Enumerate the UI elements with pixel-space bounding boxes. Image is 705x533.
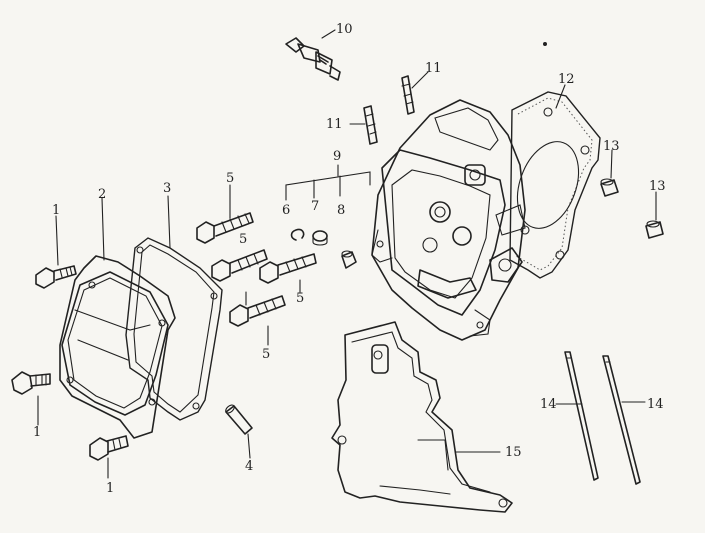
label-3: 3 [163,181,171,196]
label-2: 2 [98,187,106,202]
part-5-bolt-b [211,249,268,282]
part-14-pushrod-right [602,355,646,485]
part-1-bolt-bottom [89,435,129,461]
label-9: 9 [333,149,341,164]
part-13-dowel-b [645,191,664,239]
label-5-c: 5 [296,291,304,306]
cylinder-head [371,99,526,341]
part-11-stud-left [349,105,378,145]
part-5-bolt-a [196,212,254,244]
part-13-dowel-a [600,149,619,197]
part-5-bolt-c [259,253,317,284]
label-11-left: 11 [326,117,343,132]
label-5-b: 5 [239,232,247,247]
label-13-a: 13 [603,139,620,154]
label-7: 7 [311,199,319,214]
part-10-spark-plug [285,29,341,81]
part-11-stud-top [401,71,429,115]
label-1-left: 1 [33,425,41,440]
part-14-pushrod-left [555,351,599,481]
stray-dot [543,42,547,46]
part-1-bolt-left [11,371,51,395]
part-4-pin [225,404,253,459]
part-5-bolt-d [229,295,286,327]
part-2-valve-cover [59,255,176,439]
part-7-collar [312,230,328,246]
label-1-bottom: 1 [106,481,114,496]
label-13-b: 13 [649,179,666,194]
label-10: 10 [336,22,353,37]
leader-lines [37,184,301,479]
part-9-bracket [285,164,371,201]
part-1-bolt-top [35,265,77,289]
part-15-shroud [331,321,513,513]
part-8-seal [341,250,357,269]
label-6: 6 [282,203,290,218]
part-6-clip [290,228,305,241]
label-4: 4 [245,459,253,474]
label-1-top: 1 [52,203,60,218]
label-12: 12 [558,72,575,87]
label-5-d: 5 [262,347,270,362]
label-14-right: 14 [647,397,664,412]
label-8: 8 [337,203,345,218]
part-3-valve-cover-gasket [125,237,223,421]
label-14-left: 14 [540,397,557,412]
label-15: 15 [505,445,522,460]
label-5-a: 5 [226,171,234,186]
label-11-top: 11 [425,61,442,76]
